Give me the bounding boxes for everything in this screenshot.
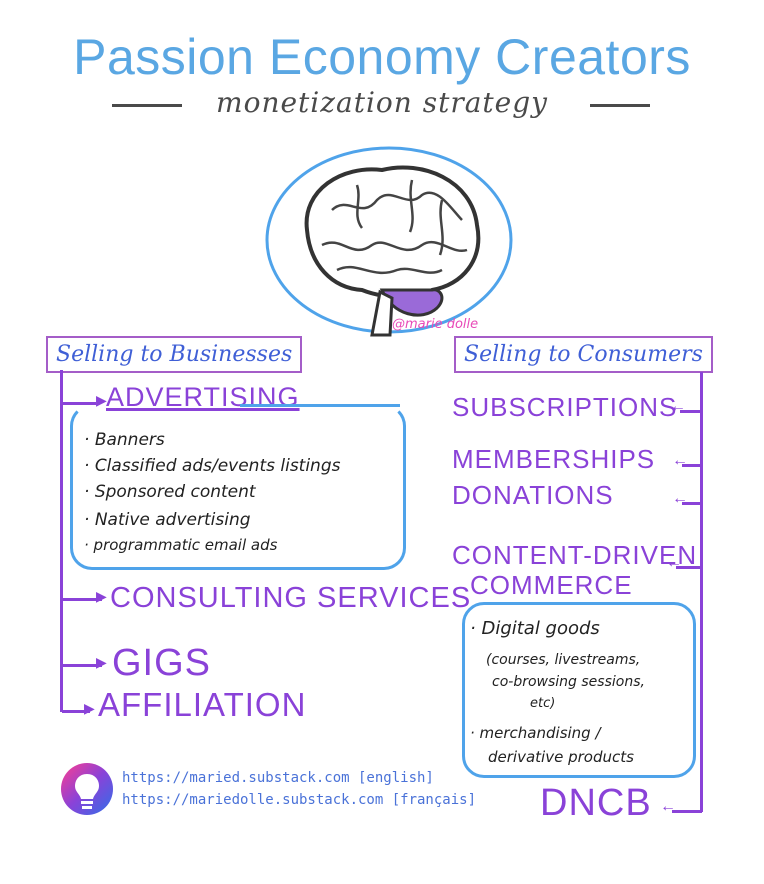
brain-folds-3	[336, 265, 443, 275]
footer-link-french[interactable]: https://mariedolle.substack.com [françai…	[122, 792, 477, 808]
brain-illustration: @marie dolle	[265, 146, 513, 337]
commerce-item-merch-2: derivative products	[488, 748, 634, 766]
bullet: ·	[470, 724, 480, 742]
brain-folds-1	[331, 191, 463, 221]
arrow-left-dncb-icon: ←	[660, 798, 677, 815]
advertising-box	[70, 404, 406, 570]
brain-cerebrum	[304, 165, 481, 299]
brain-folds-4	[355, 179, 444, 256]
commerce-digital-detail-2: co-browsing sessions,	[492, 674, 645, 690]
arrow-advertising	[62, 402, 96, 405]
page-subtitle: monetization strategy	[216, 86, 548, 119]
memberships-label: MEMBERSHIPS	[452, 444, 656, 474]
brain-stem	[370, 289, 394, 337]
bullet: ·	[84, 482, 95, 502]
bullet: ·	[84, 536, 94, 554]
arrow-affiliation	[62, 710, 90, 713]
bullet: ·	[84, 430, 95, 450]
arrow-head-gigs-icon: ▶	[96, 654, 108, 670]
ad-item-programmatic: · programmatic email ads	[84, 536, 278, 554]
advertising-box-top-line	[240, 404, 400, 407]
ad-item-classified: · Classified ads/events listings	[84, 456, 341, 476]
donations-label: DONATIONS	[452, 480, 614, 510]
arrow-memberships-line	[682, 464, 702, 467]
bullet: ·	[84, 510, 95, 530]
arrow-subscriptions-line	[680, 410, 702, 413]
bullet: ·	[84, 456, 95, 476]
arrow-left-donations-icon: ←	[672, 490, 689, 507]
arrow-head-advertising-icon: ▶	[96, 392, 108, 408]
dncb-label: DNCB	[540, 782, 652, 824]
commerce-item-digital-goods: · Digital goods	[470, 618, 600, 639]
arrow-consulting	[62, 598, 102, 601]
arrow-left-memberships-icon: ←	[672, 452, 689, 469]
ad-item-native: · Native advertising	[84, 510, 251, 530]
bulb-logo-icon	[61, 763, 113, 815]
ad-item-sponsored: · Sponsored content	[84, 482, 256, 502]
advertising-label: ADVERTISING	[106, 382, 300, 412]
page-title: Passion Economy Creators	[73, 29, 691, 85]
subtitle-line-left	[112, 104, 182, 107]
businesses-header: Selling to Businesses	[46, 336, 303, 373]
arrow-commerce-line	[676, 566, 702, 569]
gigs-label: GIGS	[112, 642, 212, 684]
commerce-digital-detail-1: (courses, livestreams,	[486, 652, 641, 668]
commerce-box	[462, 602, 696, 778]
commerce-digital-detail-3: etc)	[530, 696, 556, 711]
arrow-head-affiliation-icon: ▶	[84, 700, 96, 716]
commerce-item-merch: · merchandising /	[470, 724, 601, 742]
consumers-header: Selling to Consumers	[454, 336, 713, 373]
right-trunk-line	[700, 372, 703, 812]
consulting-label: CONSULTING SERVICES	[110, 582, 472, 614]
arrow-donations-line	[682, 502, 702, 505]
affiliation-label: AFFILIATION	[98, 686, 307, 723]
left-trunk-line	[60, 370, 63, 712]
footer-link-english[interactable]: https://maried.substack.com [english]	[122, 770, 434, 786]
bullet: ·	[470, 618, 482, 639]
brain-watermark: @marie dolle	[392, 317, 478, 332]
arrow-gigs	[62, 664, 102, 667]
brain-cerebellum	[379, 288, 444, 317]
commerce-label-line1: CONTENT-DRIVEN	[452, 540, 698, 570]
arrow-dncb-line	[672, 810, 702, 813]
subscriptions-label: SUBSCRIPTIONS	[452, 392, 678, 422]
subtitle-line-right	[590, 104, 650, 107]
ad-item-banners: · Banners	[84, 430, 165, 450]
commerce-label-line2: COMMERCE	[470, 570, 633, 600]
arrow-head-consulting-icon: ▶	[96, 588, 108, 604]
arrow-left-commerce-icon: ←	[666, 554, 683, 571]
arrow-left-subscriptions-icon: ←	[670, 398, 687, 415]
